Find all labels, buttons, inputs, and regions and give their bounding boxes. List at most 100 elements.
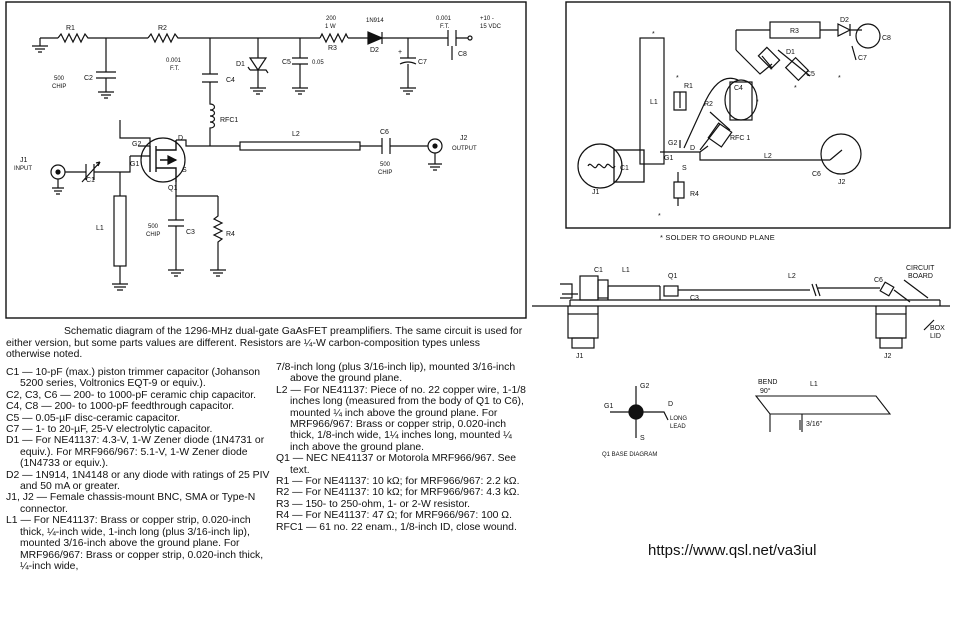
source-url: https://www.qsl.net/va3iul bbox=[648, 542, 817, 559]
label-supply2: 15 VDC bbox=[480, 24, 502, 30]
layout-g1: G1 bbox=[664, 155, 673, 162]
layout-star-5: * bbox=[794, 85, 797, 92]
label-l2: L2 bbox=[292, 131, 300, 138]
side-j2: J2 bbox=[884, 353, 892, 360]
label-c3-val: 500 bbox=[148, 224, 159, 230]
base-d: D bbox=[668, 401, 673, 408]
label-j2: J2 bbox=[460, 135, 468, 142]
label-s: S bbox=[182, 167, 187, 174]
label-r3: R3 bbox=[328, 45, 337, 52]
part-l1-cont: 7/8-inch long (plus 3/16-inch lip), moun… bbox=[276, 362, 516, 385]
l1-dim: 3/16" bbox=[806, 421, 823, 428]
label-c2-chip: CHIP bbox=[52, 84, 66, 90]
part-l2: L2 — For NE41137: Piece of no. 22 copper… bbox=[276, 384, 526, 453]
layout-j1: J1 bbox=[592, 189, 600, 196]
part-rfc1: RFC1 — 61 no. 22 enam., 1/8-inch ID, clo… bbox=[276, 521, 517, 533]
base-s: S bbox=[640, 435, 645, 442]
side-circuit: CIRCUIT bbox=[906, 265, 935, 272]
layout-star-2: * bbox=[676, 75, 679, 82]
r3-resistor bbox=[319, 32, 349, 44]
part-c2-c3-c6: C2, C3, C6 — 200- to 1000-pF ceramic chi… bbox=[6, 389, 257, 401]
layout-c5: C5 bbox=[806, 71, 815, 78]
label-c3-chip: CHIP bbox=[146, 232, 160, 238]
label-supply: +10 - bbox=[480, 16, 494, 22]
part-c5: C5 — 0.05-µF disc-ceramic capacitor. bbox=[6, 412, 181, 424]
layout-c8: C8 bbox=[882, 35, 891, 42]
label-l1: L1 bbox=[96, 225, 104, 232]
schematic-frame bbox=[5, 1, 527, 319]
label-input: INPUT bbox=[14, 166, 32, 172]
part-r4: R4 — For NE41137: 47 Ω; for MRF966/967: … bbox=[276, 510, 512, 522]
label-c4: C4 bbox=[226, 77, 235, 84]
caption-text: Schematic diagram of the 1296-MHz dual-g… bbox=[6, 326, 523, 361]
label-g1: G1 bbox=[130, 161, 139, 168]
label-c1: C1 bbox=[86, 177, 95, 184]
label-plus: + bbox=[398, 49, 402, 56]
part-c4-c8: C4, C8 — 200- to 1000-pF feedthrough cap… bbox=[6, 401, 235, 413]
side-c6: C6 bbox=[874, 277, 883, 284]
part-c1: C1 — 10-pF (max.) piston trimmer capacit… bbox=[6, 367, 261, 390]
label-q1: Q1 bbox=[168, 185, 177, 192]
part-q1: Q1 — NEC NE41137 or Motorola MRF966/967.… bbox=[276, 453, 517, 476]
side-c1: C1 bbox=[594, 267, 603, 274]
label-c8-val: 0.001 bbox=[436, 16, 452, 22]
part-j1-j2: J1, J2 — Female chassis-mount BNC, SMA o… bbox=[6, 492, 256, 515]
parts-list-right: 7/8-inch long (plus 3/16-inch lip), moun… bbox=[276, 362, 526, 533]
figure-caption: Schematic diagram of the 1296-MHz dual-g… bbox=[6, 326, 526, 361]
layout-star-1: * bbox=[652, 31, 655, 38]
label-d2: D2 bbox=[370, 47, 379, 54]
layout-star-7: * bbox=[658, 213, 661, 220]
layout-c4: C4 bbox=[734, 85, 743, 92]
label-c7: C7 bbox=[418, 59, 427, 66]
side-l1: L1 bbox=[622, 267, 630, 274]
part-r2: R2 — For NE41137: 10 kΩ; for MRF966/967:… bbox=[276, 487, 520, 499]
label-c6-chip: CHIP bbox=[378, 170, 392, 176]
layout-s: S bbox=[682, 165, 687, 172]
layout-r2: R2 bbox=[704, 101, 713, 108]
layout-c7: C7 bbox=[858, 55, 867, 62]
layout-r3: R3 bbox=[790, 28, 799, 35]
base-g1: G1 bbox=[604, 403, 613, 410]
base-long: LONG bbox=[670, 416, 687, 422]
c8-capacitor bbox=[447, 30, 457, 60]
part-d1: D1 — For NE41137: 4.3-V, 1-W Zener diode… bbox=[6, 435, 265, 470]
label-c3: C3 bbox=[186, 229, 195, 236]
layout-r4: R4 bbox=[690, 191, 699, 198]
label-rfc1: RFC1 bbox=[220, 117, 238, 124]
label-r3-val: 200 bbox=[326, 16, 337, 22]
part-r1: R1 — For NE41137: 10 kΩ; for MRF966/967:… bbox=[276, 476, 520, 488]
layout-r1: R1 bbox=[684, 83, 693, 90]
layout-d: D bbox=[690, 145, 695, 152]
label-d1: D1 bbox=[236, 61, 245, 68]
label-c5: C5 bbox=[282, 59, 291, 66]
base-lead: LEAD bbox=[670, 424, 686, 430]
layout-j2: J2 bbox=[838, 179, 846, 186]
l1-bend: BEND bbox=[758, 379, 777, 386]
base-title: Q1 BASE DIAGRAM bbox=[602, 452, 657, 458]
label-r1: R1 bbox=[66, 25, 75, 32]
side-c3: C3 bbox=[690, 295, 699, 302]
layout-d2: D2 bbox=[840, 17, 849, 24]
solder-note: * SOLDER TO GROUND PLANE bbox=[660, 233, 775, 242]
layout-rfc1: RFC 1 bbox=[730, 135, 750, 142]
label-d: D bbox=[178, 135, 183, 142]
label-c8: C8 bbox=[458, 51, 467, 58]
layout-star-4: * bbox=[770, 67, 773, 74]
label-r2: R2 bbox=[158, 25, 167, 32]
label-c4-ft: F.T. bbox=[170, 66, 180, 72]
layout-star-6: * bbox=[838, 75, 841, 82]
l1-detail-drawing bbox=[754, 395, 892, 432]
base-g2: G2 bbox=[640, 383, 649, 390]
r2-resistor bbox=[147, 32, 180, 44]
layout-l2: L2 bbox=[764, 153, 772, 160]
l1-deg: 90° bbox=[760, 387, 771, 395]
side-q1: Q1 bbox=[668, 273, 677, 280]
side-board: BOARD bbox=[908, 273, 933, 280]
label-c6: C6 bbox=[380, 129, 389, 136]
side-j1: J1 bbox=[576, 353, 584, 360]
layout-l1: L1 bbox=[650, 99, 658, 106]
side-l2: L2 bbox=[788, 273, 796, 280]
